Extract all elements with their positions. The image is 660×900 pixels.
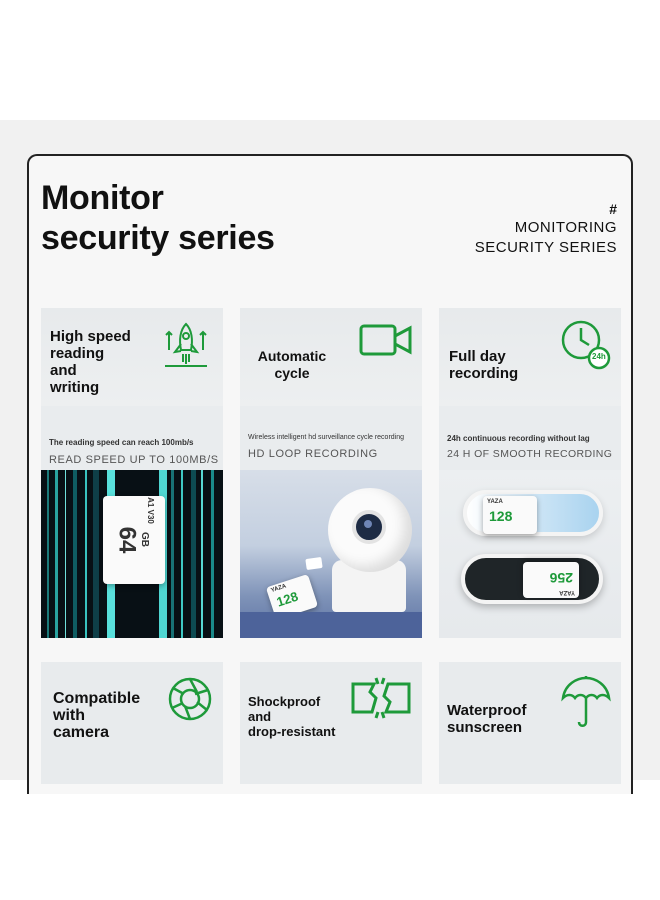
video-camera-icon (359, 324, 412, 356)
card-subtitle: READ SPEED UP TO 100MB/S (49, 454, 219, 466)
card-title: Automatic cycle (257, 348, 327, 381)
sd-capacity: 64 (113, 526, 141, 554)
sd-brand: YAZA (559, 589, 575, 595)
subtitle-line-2: SECURITY SERIES (474, 239, 617, 256)
card-header-area: High speed reading and writing (41, 308, 223, 406)
sd-brand: YAZA (487, 499, 503, 505)
camera-lens (352, 510, 386, 544)
card-description: 24h continuous recording without lag (447, 434, 590, 443)
clock-24h-icon (561, 320, 611, 370)
sd-capacity: 128 (489, 508, 513, 524)
sd-capacity: 256 (549, 570, 573, 586)
feature-card-shockproof: Shockproof and drop-resistant (240, 662, 422, 784)
feature-card-fullday: Full day recording 24h 24h continuous re… (439, 308, 621, 638)
page-title: Monitor security series (41, 178, 275, 258)
sd-unit: GB (139, 532, 150, 547)
rocket-icon (165, 322, 207, 367)
card-subtitle: HD LOOP RECORDING (248, 448, 378, 460)
card-title: High speed reading and writing (50, 328, 131, 396)
card-description: The reading speed can reach 100mb/s (49, 438, 194, 447)
sd-brand: A1 V30 (145, 497, 155, 524)
card-header-area: Full day recording 24h (439, 308, 621, 406)
hash-mark: # (609, 201, 617, 217)
title-line-2: security series (41, 219, 275, 257)
table-surface (240, 612, 422, 638)
feature-card-compatible: Compatible with camera (41, 662, 223, 784)
feature-card-waterproof: Waterproof sunscreen (439, 662, 621, 784)
speed-light-image: 64 GB A1 V30 (41, 470, 223, 638)
broken-card-icon (351, 677, 411, 719)
camera-lens-glint (364, 520, 372, 528)
sd-card-128-light: YAZA 128 (483, 496, 537, 534)
subtitle-line-1: MONITORING (514, 219, 617, 236)
card-title: Compatible with camera (53, 690, 141, 741)
sd-card-256-dark: YAZA 256 (523, 562, 579, 598)
sd-cards-pills-image: YAZA 128 YAZA 256 (439, 470, 621, 638)
subtitle-block: # MONITORING SECURITY SERIES (475, 200, 617, 258)
content-frame: Monitor security series # MONITORING SEC… (27, 154, 633, 794)
card-title: Shockproof and drop-resistant (248, 694, 336, 739)
clock-badge-label: 24h (592, 352, 606, 361)
umbrella-icon (561, 676, 611, 727)
card-title: Full day recording (449, 348, 519, 382)
feature-card-loop: Automatic cycle Wireless intelligent hd … (240, 308, 422, 638)
card-header-area: Automatic cycle (240, 308, 422, 406)
title-line-1: Monitor (41, 179, 164, 217)
card-subtitle: 24 H OF SMOOTH RECORDING (447, 448, 613, 460)
aperture-icon (168, 677, 212, 721)
sd-card-64: 64 GB A1 V30 (103, 496, 165, 584)
card-description: Wireless intelligent hd surveillance cyc… (248, 434, 405, 441)
sd-card-small (305, 556, 323, 571)
feature-card-speed: High speed reading and writing The readi… (41, 308, 223, 638)
security-camera-image: YAZA 128 (240, 470, 422, 638)
card-title: Waterproof sunscreen (447, 702, 527, 736)
